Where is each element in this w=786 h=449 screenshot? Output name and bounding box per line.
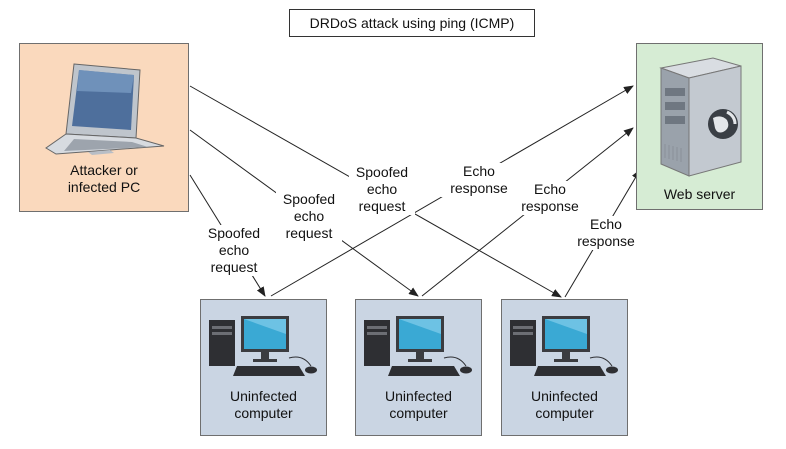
response-label-3: Echo response [568,216,644,250]
uninfected-computer-node-1: Uninfected computer [200,299,327,436]
response-label-2: Echo response [512,181,588,215]
request-label-1: Spoofed echo request [201,225,267,276]
desktop-computer-icon [364,316,472,376]
diagram-title: DRDoS attack using ping (ICMP) [289,9,535,37]
web-server-node: Web server [636,43,763,210]
request-label-3: Spoofed echo request [349,164,415,215]
request-label-2: Spoofed echo request [276,191,342,242]
web-server-label: Web server [663,186,736,202]
response-label-1: Echo response [441,163,517,197]
uninfected-computer-label: Uninfected computer [531,388,598,421]
attacker-node: Attacker or infected PC [19,43,189,212]
attacker-label: Attacker or infected PC [67,162,141,195]
desktop-computer-icon [209,316,317,376]
uninfected-computer-label: Uninfected computer [385,388,452,421]
uninfected-computer-node-2: Uninfected computer [355,299,482,436]
uninfected-computer-label: Uninfected computer [230,388,297,421]
server-icon [659,57,742,177]
uninfected-computer-node-3: Uninfected computer [501,299,628,436]
laptop-icon [45,63,165,155]
desktop-computer-icon [510,316,618,376]
